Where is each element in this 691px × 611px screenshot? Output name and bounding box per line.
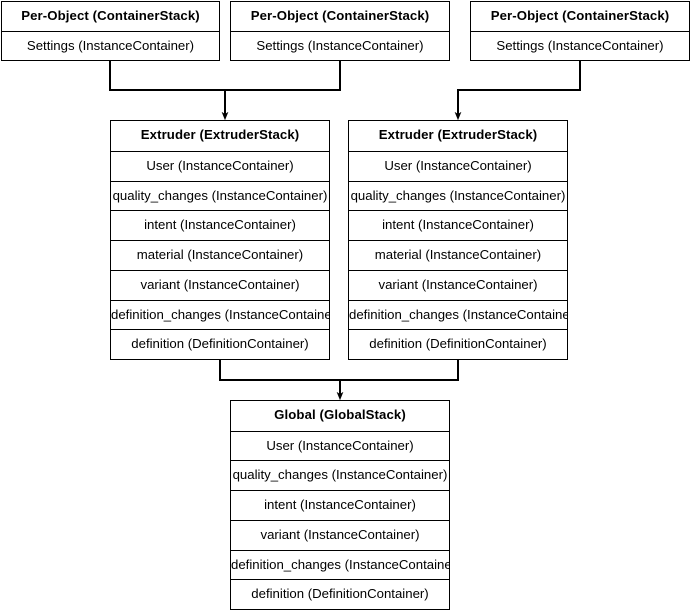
connector-extruder-2-to-global bbox=[340, 360, 459, 381]
node-extruder-2-row-variant: variant (InstanceContainer) bbox=[349, 269, 567, 300]
node-per-object-3[interactable]: Per-Object (ContainerStack) Settings (In… bbox=[470, 1, 690, 61]
node-extruder-2-row-definition-changes: definition_changes (InstanceContainer) bbox=[349, 299, 567, 330]
node-global-row-quality-changes: quality_changes (InstanceContainer) bbox=[231, 460, 449, 491]
connector-extruder-1-to-global bbox=[219, 360, 340, 381]
node-per-object-1-header: Per-Object (ContainerStack) bbox=[2, 2, 219, 31]
node-per-object-1-row-settings: Settings (InstanceContainer) bbox=[2, 30, 219, 60]
node-extruder-1-row-variant: variant (InstanceContainer) bbox=[111, 269, 329, 300]
node-global-row-user: User (InstanceContainer) bbox=[231, 430, 449, 461]
node-per-object-1[interactable]: Per-Object (ContainerStack) Settings (In… bbox=[1, 1, 220, 61]
node-extruder-2-row-intent: intent (InstanceContainer) bbox=[349, 210, 567, 240]
node-global-row-variant: variant (InstanceContainer) bbox=[231, 519, 449, 550]
node-extruder-2-header: Extruder (ExtruderStack) bbox=[349, 121, 567, 151]
node-global-row-definition-changes: definition_changes (InstanceContainer) bbox=[231, 549, 449, 580]
node-per-object-2[interactable]: Per-Object (ContainerStack) Settings (In… bbox=[230, 1, 450, 61]
node-per-object-3-header: Per-Object (ContainerStack) bbox=[471, 2, 689, 31]
node-extruder-1[interactable]: Extruder (ExtruderStack) User (InstanceC… bbox=[110, 120, 330, 360]
node-per-object-2-row-settings: Settings (InstanceContainer) bbox=[231, 30, 449, 60]
node-global-row-intent: intent (InstanceContainer) bbox=[231, 490, 449, 520]
node-extruder-1-row-quality-changes: quality_changes (InstanceContainer) bbox=[111, 180, 329, 211]
node-extruder-2[interactable]: Extruder (ExtruderStack) User (InstanceC… bbox=[348, 120, 568, 360]
node-extruder-2-row-user: User (InstanceContainer) bbox=[349, 150, 567, 181]
node-global-header: Global (GlobalStack) bbox=[231, 401, 449, 431]
node-global[interactable]: Global (GlobalStack) User (InstanceConta… bbox=[230, 400, 450, 610]
node-extruder-1-row-intent: intent (InstanceContainer) bbox=[111, 210, 329, 240]
node-extruder-1-row-definition: definition (DefinitionContainer) bbox=[111, 329, 329, 359]
node-extruder-2-row-material: material (InstanceContainer) bbox=[349, 240, 567, 270]
node-per-object-3-row-settings: Settings (InstanceContainer) bbox=[471, 30, 689, 60]
node-extruder-1-row-user: User (InstanceContainer) bbox=[111, 150, 329, 181]
node-global-row-definition: definition (DefinitionContainer) bbox=[231, 579, 449, 610]
node-per-object-2-header: Per-Object (ContainerStack) bbox=[231, 2, 449, 31]
connector-per-object-1-to-extruder-1 bbox=[109, 61, 225, 91]
node-extruder-1-header: Extruder (ExtruderStack) bbox=[111, 121, 329, 151]
node-extruder-1-row-material: material (InstanceContainer) bbox=[111, 240, 329, 270]
node-extruder-2-row-definition: definition (DefinitionContainer) bbox=[349, 329, 567, 359]
connector-per-object-3-to-extruder-2 bbox=[454, 61, 581, 121]
connector-per-object-2-to-extruder-1 bbox=[225, 61, 341, 91]
node-extruder-1-row-definition-changes: definition_changes (InstanceContainer) bbox=[111, 299, 329, 330]
node-extruder-2-row-quality-changes: quality_changes (InstanceContainer) bbox=[349, 180, 567, 211]
